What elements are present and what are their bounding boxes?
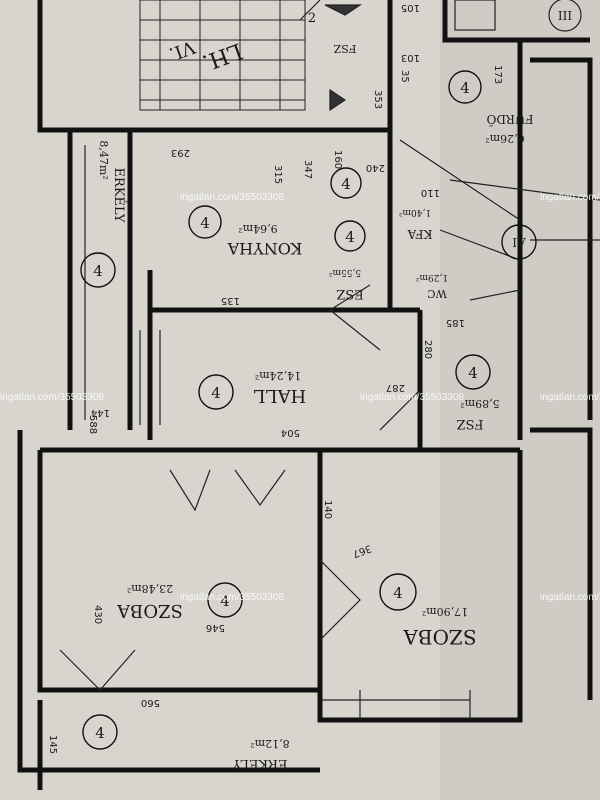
dim-315: 315 [272, 165, 283, 184]
dim-560: 560 [141, 697, 160, 708]
watermark-4: ingatlan.com/35503308 [180, 592, 284, 603]
dim-103: 103 [401, 52, 420, 63]
room-numbers: 4 4 4 4 4 IV 4 4 4 4 4 III 2 [93, 9, 572, 742]
area-szoba-small: 23,48m² [127, 582, 173, 595]
label-fsz-top: FSZ [333, 42, 356, 55]
dim-135: 135 [221, 295, 240, 306]
area-wc: 1,29m² [416, 272, 449, 282]
area-hall: 14,24m² [255, 369, 301, 382]
detail-lines [59, 0, 600, 720]
dim-105: 105 [401, 2, 420, 13]
dim-185: 185 [446, 317, 465, 328]
walls [17, 0, 593, 790]
label-szoba-big: SZOBA [403, 625, 477, 649]
dim-35: 35 [399, 70, 410, 83]
area-szoba-big: 17,90m² [422, 605, 468, 618]
dim-240: 240 [366, 162, 385, 173]
dim-347: 347 [302, 160, 313, 179]
area-konyha: 9,64m² [238, 222, 277, 235]
label-furdo: FÜRDŐ [486, 112, 533, 128]
dim-504: 504 [281, 427, 300, 438]
area-erkely-top: 8,47m² [97, 140, 110, 179]
num-hall: 4 [211, 384, 221, 402]
area-fsz: 5,89m² [460, 397, 499, 410]
watermark-5: ingatlan.com/35503308 [540, 192, 600, 203]
num-szoba-small: 4 [220, 592, 230, 610]
area-esz: 5,55m² [329, 267, 362, 277]
label-fsz: FSZ [457, 416, 484, 431]
label-wc: WC [427, 287, 447, 300]
num-erkely-top: 4 [93, 262, 103, 280]
dim-430: 430 [92, 605, 103, 624]
num-fsz: 4 [468, 364, 478, 382]
roman-iv: IV [512, 236, 526, 250]
watermark-6: ingatlan.com/35503308 [540, 392, 600, 403]
roman-iii: III [558, 9, 572, 23]
label-szoba-small: SZOBA [116, 600, 183, 621]
num-esz: 4 [345, 228, 355, 246]
top-number: 2 [308, 11, 316, 26]
num-konyha: 4 [200, 214, 210, 232]
num-erkely-bottom: 4 [95, 724, 105, 742]
dim-160: 160 [332, 150, 343, 169]
watermark-3: ingatlan.com/35503308 [360, 392, 464, 403]
label-erkely-bottom: ERKÉLY [232, 756, 287, 772]
num-szoba-big: 4 [393, 584, 403, 602]
dim-546: 546 [206, 622, 225, 633]
dim-173: 173 [492, 65, 503, 84]
num-furdo: 4 [460, 79, 470, 97]
label-kfa: KFA [407, 227, 432, 241]
label-hall: HALL [254, 385, 307, 406]
area-kfa: 1,40m² [399, 207, 432, 217]
watermarks: ingatlan.com/35503308 ingatlan.com/35503… [0, 192, 600, 603]
dim-588: 588 [87, 415, 98, 434]
watermark-1: ingatlan.com/35503308 [180, 192, 284, 203]
dim-287: 287 [386, 382, 405, 393]
watermark-7: ingatlan.com/35503308 [540, 592, 600, 603]
label-esz: ESZ [336, 286, 363, 301]
dim-110: 110 [421, 187, 440, 198]
num-kfa: 4 [341, 175, 351, 193]
watermark-2: ingatlan.com/35503308 [0, 392, 104, 403]
dim-144: 144 [91, 407, 110, 418]
stairwell [139, 0, 306, 111]
area-furdo: 6,26m² [485, 132, 524, 145]
dim-145: 145 [47, 735, 58, 754]
label-konyha: KONYHA [227, 239, 302, 258]
area-erkely-bottom: 8,12m² [250, 737, 289, 750]
room-labels: KONYHA 9,64m² HALL 14,24m² SZOBA 23,48m²… [97, 36, 533, 772]
label-erkely-top: ERKÉLY [111, 168, 127, 223]
dim-353: 353 [372, 90, 383, 109]
dimension-labels: 588 144 504 430 546 560 145 287 140 280 … [47, 2, 503, 754]
dim-140: 140 [322, 500, 333, 519]
dim-293: 293 [171, 147, 190, 158]
dim-280: 280 [422, 340, 433, 359]
room-markers [80, 70, 537, 750]
